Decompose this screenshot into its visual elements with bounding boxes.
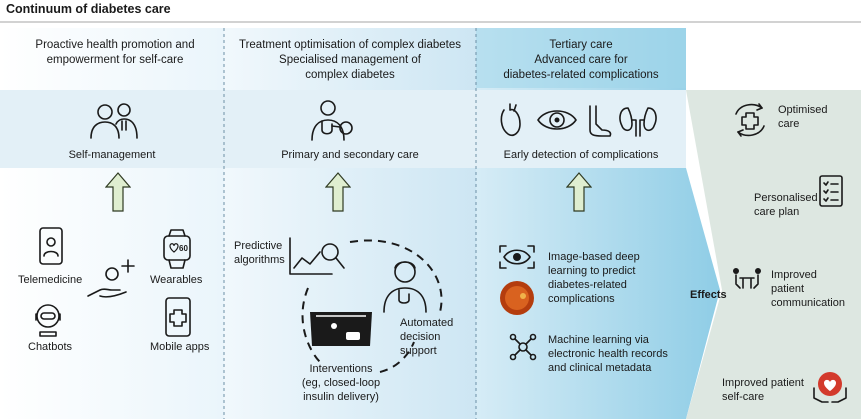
predictive-line2: algorithms [234,254,285,266]
automated-line3: support [400,345,437,357]
mobile-apps-label: Mobile apps [150,341,210,353]
ml-line2: electronic health records [548,348,668,360]
image-line3: diabetes-related [548,279,627,291]
col3-header: Tertiary care Advanced care for diabetes… [478,38,684,83]
heart-hands-icon [813,372,847,403]
person-add-icon [87,259,135,298]
automated-decision-support-label: Automated decision support [400,316,453,358]
selfcare-line2: self-care [722,391,765,403]
up-arrow-col2 [325,172,351,212]
neural-network-icon [509,333,537,361]
interventions-line1: Interventions [309,363,373,375]
improved-self-care-label: Improved patient self-care [722,376,804,404]
algorithm-cycle-diagram [289,237,443,373]
telemedicine-label: Telemedicine [18,274,83,286]
band-label-primary-secondary: Primary and secondary care [281,149,419,161]
col2-header-line2: Specialised management of [279,54,421,66]
optimised-care-icon [735,103,765,137]
col3-header-line3: diabetes-related complications [503,69,659,81]
chatbot-icon [35,304,61,337]
personalised-line2: care plan [754,206,800,218]
optimised-care-label: Optimised care [778,103,828,131]
chatbots-label: Chatbots [28,341,73,353]
up-arrow-col3 [566,172,592,212]
automated-line1: Automated [400,317,454,329]
ml-line3: and clinical metadata [548,362,652,374]
wearable-display-value: 60 [179,244,188,253]
up-arrow-col1 [105,172,131,212]
band-label-self-management: Self-management [68,149,156,161]
interventions-line2: (eg, closed-loop [301,377,381,389]
improved-line1: Improved [771,269,817,281]
improved-line3: communication [771,297,845,309]
stethoscope-doctor-icon [311,100,353,141]
interventions-label: Interventions (eg, closed-loop insulin d… [276,362,406,404]
col2-header: Treatment optimisation of complex diabet… [226,38,474,83]
automated-line2: decision [400,331,441,343]
consultation-table-icon [733,268,761,289]
patient-doctor-icon [90,103,138,139]
predictive-algorithms-label: Predictive algorithms [234,239,285,267]
complication-organs-icon [500,103,657,137]
col3-header-line2: Advanced care for [534,54,628,66]
retina-image-icon [500,281,534,315]
col1-header-line2: empowerment for self-care [46,54,184,66]
col1-header-line1: Proactive health promotion and [35,39,195,51]
personalised-line1: Personalised [754,192,818,204]
image-line4: complications [548,293,615,305]
col2-header-line1: Treatment optimisation of complex diabet… [238,39,461,51]
col2-header-line3: complex diabetes [305,69,395,81]
col1-header: Proactive health promotion and empowerme… [10,38,220,68]
effects-label: Effects [690,289,727,301]
optimised-line2: care [778,118,800,130]
insulin-pump-icon [310,312,372,346]
personalised-care-plan-label: Personalised care plan [754,191,818,219]
optimised-line1: Optimised [778,104,828,116]
wearables-label: Wearables [150,274,203,286]
selfcare-line1: Improved patient [722,377,804,389]
predictive-line1: Predictive [234,240,283,252]
mobile-app-icon [165,297,191,337]
improved-line2: patient [771,283,805,295]
improved-communication-label: Improved patient communication [771,268,845,310]
ml-line1: Machine learning via [548,334,649,346]
band-label-early-detection: Early detection of complications [503,149,659,161]
telemedicine-phone-icon [39,227,63,265]
col3-header-line1: Tertiary care [549,39,613,51]
eye-scan-icon [499,245,535,269]
doctor-icon [383,261,427,313]
image-deep-learning-label: Image-based deep learning to predict dia… [548,250,640,306]
checklist-icon [819,175,843,207]
interventions-line3: insulin delivery) [303,391,379,403]
smartwatch-icon: 60 [163,229,191,269]
figure-title: Continuum of diabetes care [6,2,171,16]
image-line1: Image-based deep [548,251,640,263]
image-line2: learning to predict [548,265,636,277]
machine-learning-label: Machine learning via electronic health r… [548,333,668,375]
